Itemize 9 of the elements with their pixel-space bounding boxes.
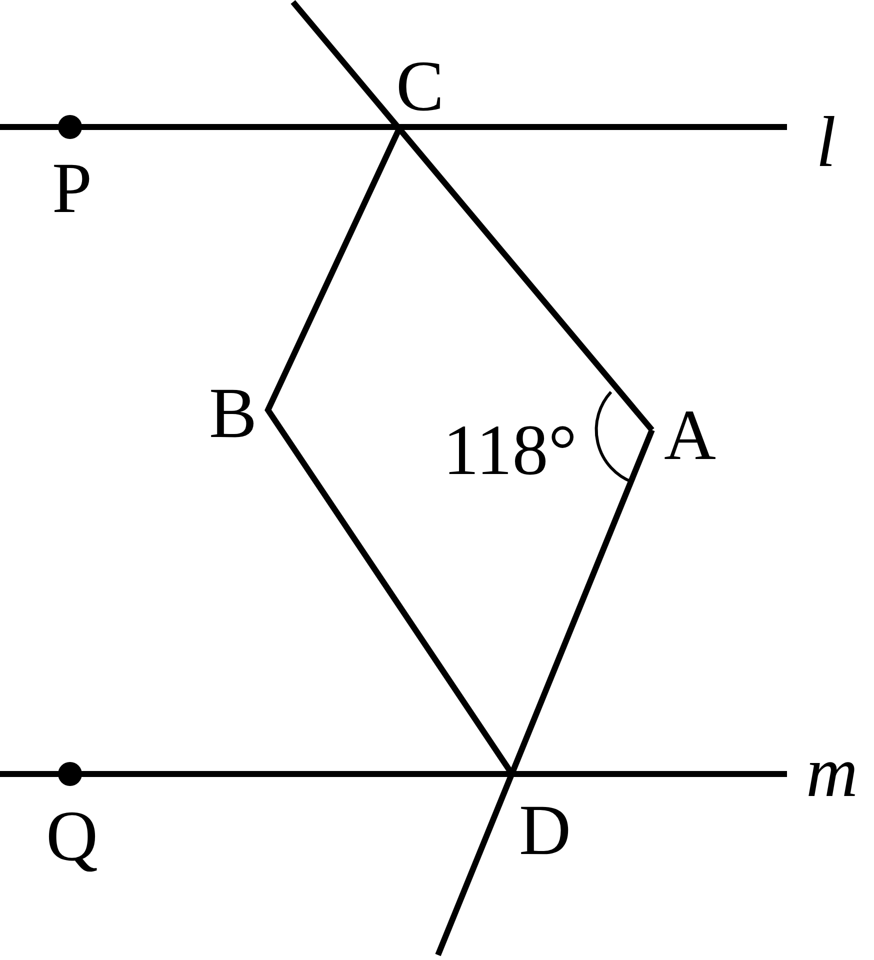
point-label: D — [519, 794, 571, 866]
point-label: B — [208, 377, 258, 449]
angle-label: 118° — [442, 414, 578, 486]
line-label: m — [806, 736, 858, 808]
point-label: C — [396, 50, 444, 122]
point-label: Q — [46, 800, 98, 872]
point-label: A — [664, 399, 716, 471]
line-label: l — [816, 106, 836, 178]
point-label: P — [52, 152, 92, 224]
